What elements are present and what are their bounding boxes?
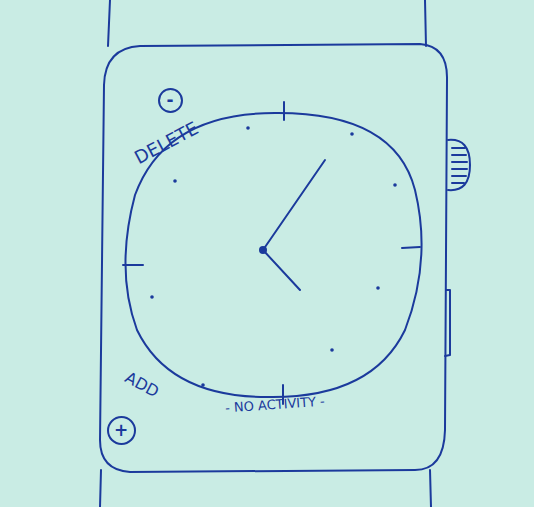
label-text: - NO ACTIVITY - [225, 393, 326, 415]
round-button: - [158, 88, 183, 113]
side-button [445, 290, 450, 356]
hand-pivot [259, 246, 267, 254]
crown [448, 140, 470, 190]
hour-tick [283, 102, 285, 120]
minute-dot [376, 286, 380, 290]
minute-dot [350, 132, 354, 136]
strap-line [108, 0, 110, 46]
minute-dot [201, 383, 205, 387]
button-symbol: + [114, 422, 128, 439]
watch-label: DELETE [132, 119, 201, 167]
round-button: + [107, 416, 136, 445]
minute-dot [150, 295, 154, 299]
strap-line [425, 0, 426, 46]
minute-dot [393, 183, 397, 187]
label-text: DELETE [131, 117, 202, 168]
hour-hand [263, 250, 300, 290]
label-text: ADD [122, 368, 162, 401]
minute-dot [246, 126, 250, 130]
watch-dial [125, 113, 421, 397]
crown-grip [452, 148, 467, 183]
minute-dot [330, 348, 334, 352]
watch-case [100, 44, 447, 472]
watch-label: ADD [123, 370, 162, 401]
strap-line [100, 470, 101, 507]
minute-hand [263, 160, 325, 250]
button-circle [108, 417, 135, 444]
hour-tick [123, 264, 143, 266]
button-symbol: - [166, 92, 173, 109]
minute-dot [173, 179, 177, 183]
hour-tick [402, 247, 420, 248]
strap-line [430, 470, 431, 507]
watch-label: - NO ACTIVITY - [225, 394, 326, 414]
button-circle [159, 89, 182, 112]
